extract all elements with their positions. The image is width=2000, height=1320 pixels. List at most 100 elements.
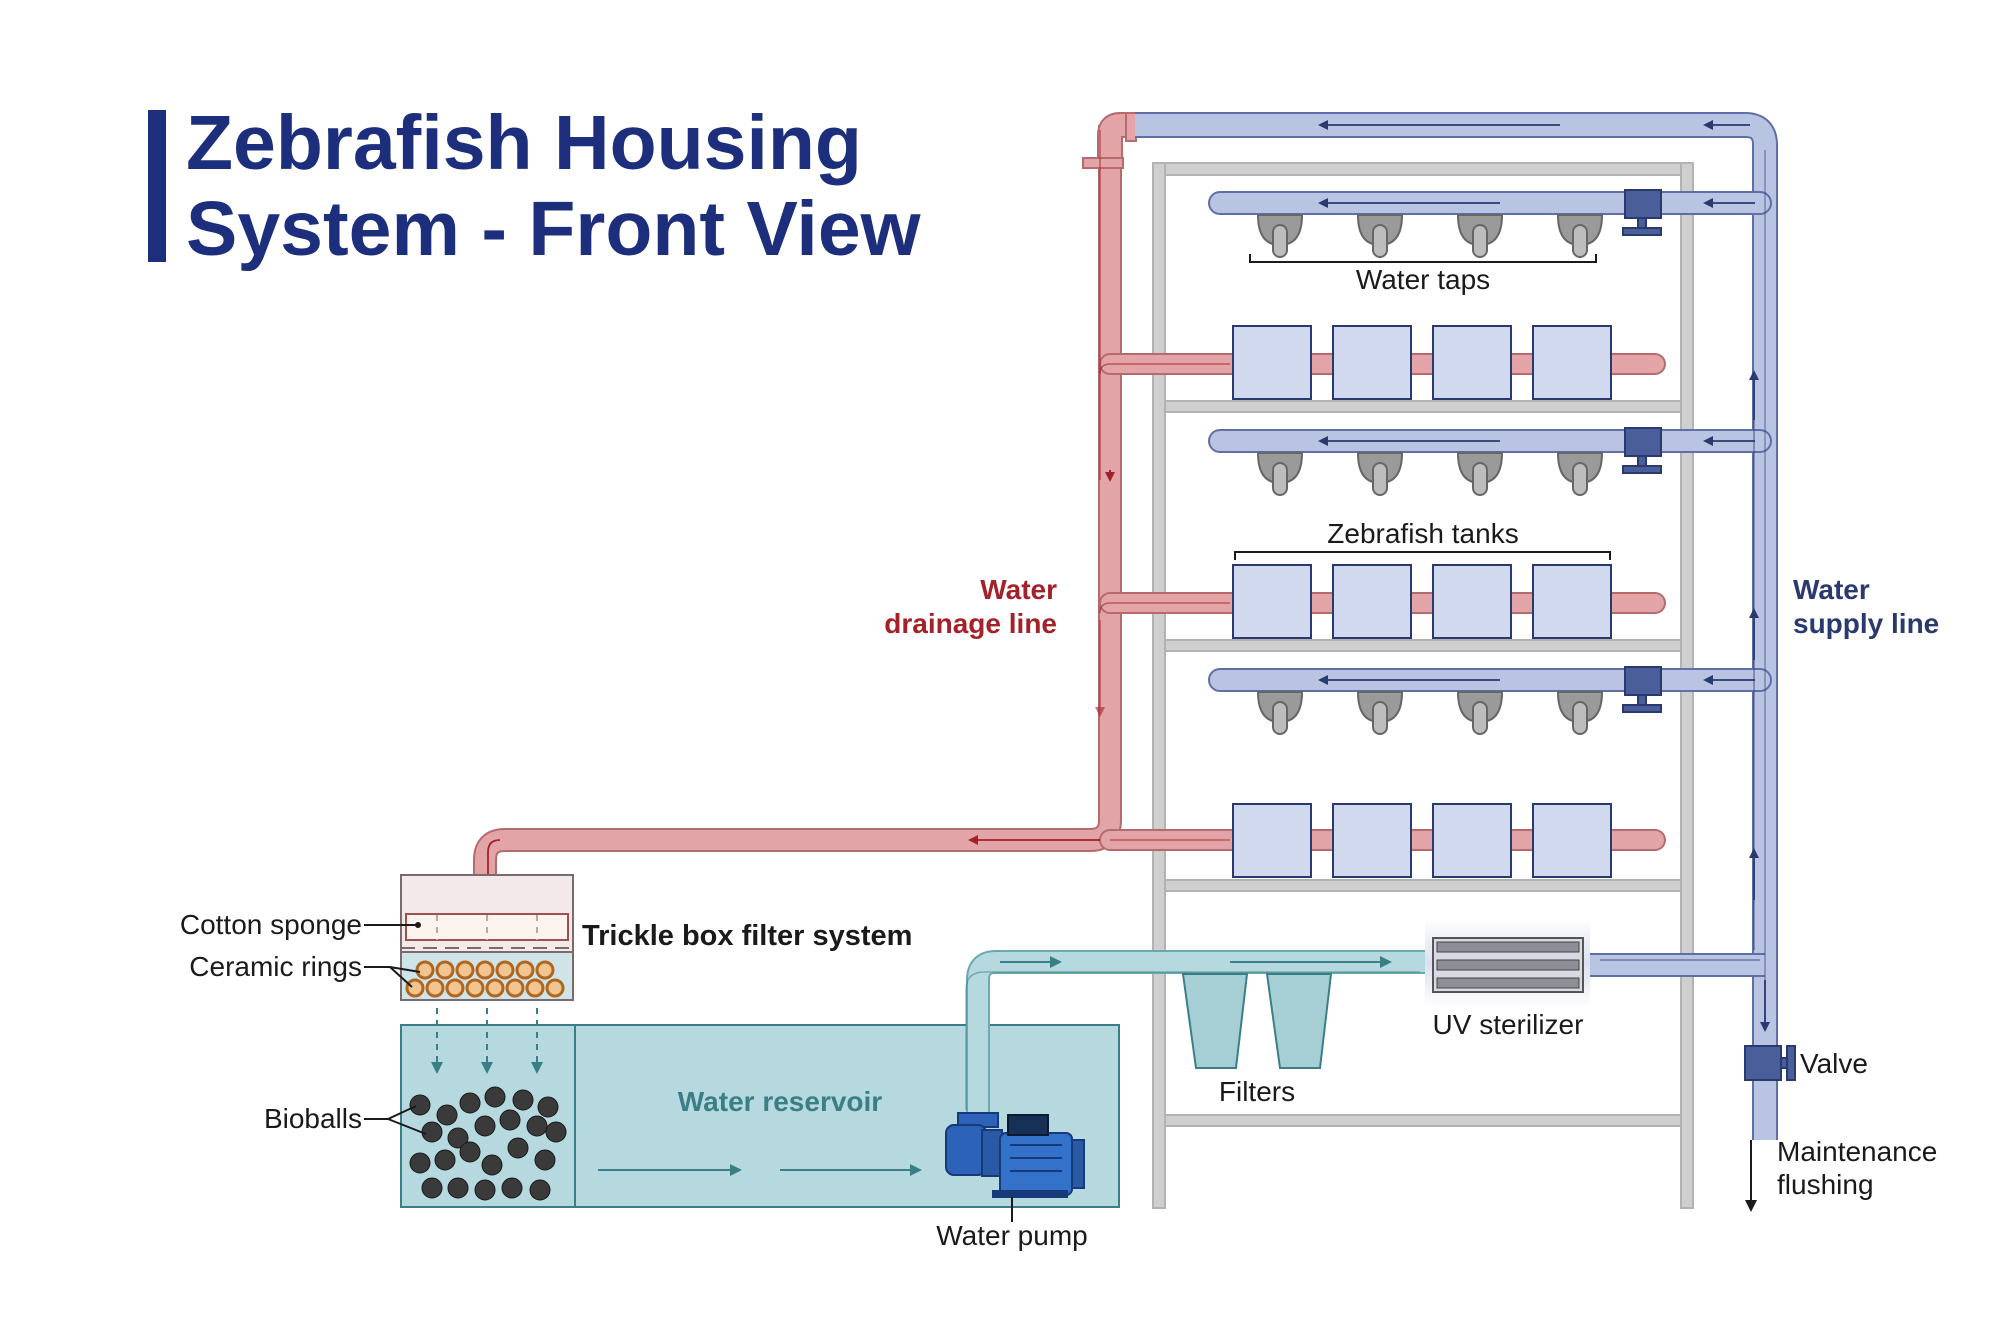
zebrafish-tank-icon — [1532, 564, 1612, 639]
title-line-2: System - Front View — [186, 186, 921, 272]
ceramic-ring-icon — [415, 960, 435, 980]
water-tap-icon — [1356, 452, 1404, 496]
tank-row-3 — [1232, 803, 1612, 878]
water-reservoir-label: Water reservoir — [678, 1086, 882, 1117]
zebrafish-tank-icon — [1232, 325, 1312, 400]
zebrafish-tank-icon — [1232, 564, 1312, 639]
ceramic-ring-icon — [495, 960, 515, 980]
ceramic-rings — [405, 960, 565, 998]
bioball-icon — [409, 1094, 431, 1116]
filters-label: Filters — [1219, 1076, 1295, 1107]
ceramic-ring-icon — [505, 978, 525, 998]
bioball-icon — [512, 1089, 534, 1111]
zebrafish-tank-icon — [1332, 564, 1412, 639]
water-tap-icon — [1356, 691, 1404, 735]
zebrafish-tank-icon — [1232, 803, 1312, 878]
zebrafish-tank-icon — [1332, 803, 1412, 878]
ceramic-ring-icon — [405, 978, 425, 998]
water-taps-row-3 — [1256, 666, 1662, 735]
water-tap-icon — [1456, 214, 1504, 258]
bioball-icon — [481, 1154, 503, 1176]
bioball-icon — [501, 1177, 523, 1199]
bioball-icon — [409, 1152, 431, 1174]
maintenance-label-2: flushing — [1777, 1169, 1874, 1200]
water-taps-label: Water taps — [1356, 264, 1490, 295]
bioball-icon — [484, 1086, 506, 1108]
trickle-flow-arrows — [431, 1008, 543, 1074]
water-tap-icon — [1556, 691, 1604, 735]
bioball-icon — [526, 1115, 548, 1137]
bioball-icon — [537, 1096, 559, 1118]
tank-row-1 — [1232, 325, 1612, 400]
title-accent-bar — [148, 110, 166, 262]
zebrafish-tank-icon — [1432, 325, 1512, 400]
water-tap-icon — [1556, 214, 1604, 258]
page-title: Zebrafish Housing System - Front View — [186, 100, 921, 272]
supply-line-label-1: Water — [1793, 574, 1870, 605]
bioball-icon — [459, 1141, 481, 1163]
ceramic-rings-leader — [364, 966, 421, 988]
bioballs — [409, 1086, 567, 1201]
water-tap-icon — [1256, 214, 1304, 258]
ceramic-ring-icon — [525, 978, 545, 998]
cotton-sponge-label: Cotton sponge — [180, 909, 362, 940]
bioballs-label: Bioballs — [264, 1103, 362, 1134]
tank-row-2 — [1232, 564, 1612, 639]
water-taps-bracket — [1249, 254, 1597, 263]
water-taps-row-1 — [1256, 189, 1662, 258]
maintenance-label-1: Maintenance — [1777, 1136, 1937, 1167]
bioball-icon — [421, 1121, 443, 1143]
water-taps-row-2 — [1256, 427, 1662, 496]
ceramic-ring-icon — [445, 978, 465, 998]
bioball-icon — [545, 1121, 567, 1143]
valve-icon — [1622, 427, 1662, 474]
drainage-line-label-1: Water — [980, 574, 1057, 605]
bioballs-leader — [364, 1105, 427, 1135]
water-tap-icon — [1456, 691, 1504, 735]
title-line-1: Zebrafish Housing — [186, 100, 862, 186]
ceramic-ring-icon — [545, 978, 565, 998]
water-tap-icon — [1556, 452, 1604, 496]
ceramic-ring-icon — [435, 960, 455, 980]
zebrafish-tank-icon — [1432, 564, 1512, 639]
supply-line-label-2: supply line — [1793, 608, 1939, 639]
filter-cone-icon — [1181, 973, 1249, 1069]
zebrafish-tank-icon — [1532, 803, 1612, 878]
water-tap-icon — [1456, 452, 1504, 496]
ceramic-ring-icon — [455, 960, 475, 980]
water-supply-line — [1135, 112, 1778, 1140]
uv-sterilizer-label: UV sterilizer — [1433, 1009, 1584, 1040]
water-pump-label: Water pump — [936, 1220, 1087, 1251]
valve-icon — [1622, 189, 1662, 236]
bioball-icon — [436, 1104, 458, 1126]
filters — [1181, 973, 1333, 1069]
zebrafish-tank-icon — [1432, 803, 1512, 878]
bioball-icon — [529, 1179, 551, 1201]
ceramic-ring-icon — [465, 978, 485, 998]
bioball-icon — [507, 1137, 529, 1159]
bioball-icon — [434, 1149, 456, 1171]
zebrafish-tank-icon — [1332, 325, 1412, 400]
trickle-box-label: Trickle box filter system — [582, 920, 912, 952]
ceramic-ring-icon — [485, 978, 505, 998]
water-tap-icon — [1256, 691, 1304, 735]
ceramic-ring-icon — [425, 978, 445, 998]
valve-icon — [1622, 666, 1662, 713]
ceramic-rings-label: Ceramic rings — [189, 951, 362, 982]
bioball-icon — [421, 1177, 443, 1199]
bioball-icon — [534, 1149, 556, 1171]
valve-label: Valve — [1800, 1048, 1868, 1079]
zebrafish-tanks-label: Zebrafish tanks — [1327, 518, 1518, 549]
cotton-sponge-leader-dot — [415, 922, 421, 928]
ceramic-ring-icon — [515, 960, 535, 980]
sponge-drip-lines — [436, 915, 538, 940]
trickle-box-filter — [400, 874, 574, 1001]
bioball-icon — [474, 1115, 496, 1137]
bioball-icon — [459, 1092, 481, 1114]
zebrafish-tanks-bracket — [1234, 551, 1611, 560]
filter-cone-icon — [1265, 973, 1333, 1069]
ceramic-ring-icon — [535, 960, 555, 980]
bioball-icon — [474, 1179, 496, 1201]
water-tap-icon — [1356, 214, 1404, 258]
